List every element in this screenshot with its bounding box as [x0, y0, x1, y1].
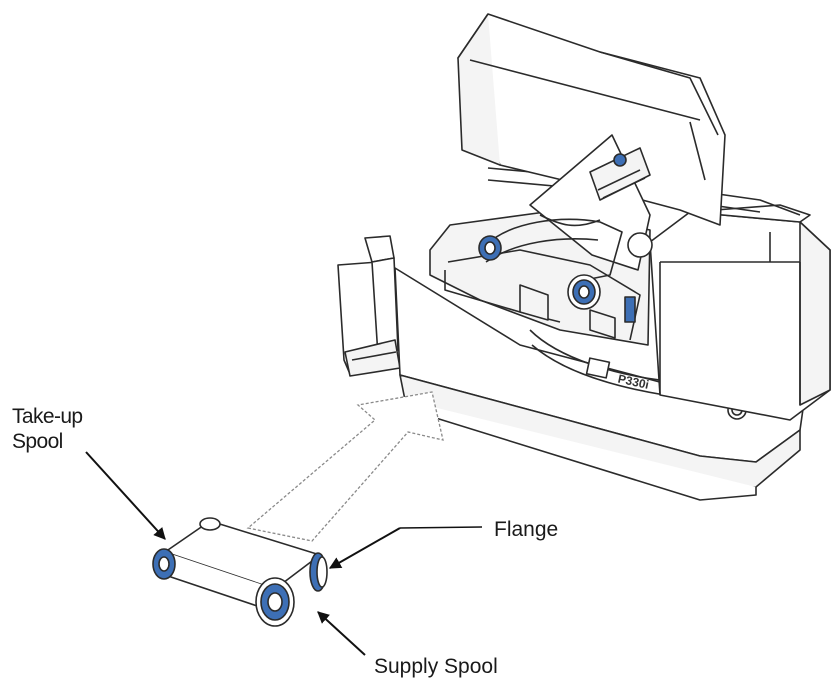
installed-supply-spool	[567, 274, 601, 310]
right-housing	[649, 204, 831, 421]
card-feeder	[337, 235, 401, 377]
model-label: P330i	[617, 372, 651, 392]
flange	[309, 552, 328, 592]
take-up-spool	[152, 517, 221, 580]
open-lid	[457, 13, 726, 226]
supply-spool-label: Supply Spool	[374, 655, 498, 678]
ribbon-assembly	[152, 517, 328, 627]
take-up-spool-label: Take-up Spool	[12, 404, 83, 454]
take-up-spool-label-line1: Take-up	[12, 405, 83, 428]
card-printer: P330i	[337, 13, 831, 501]
arrow-take-up-icon	[85, 451, 166, 540]
supply-spool	[255, 577, 295, 627]
insert-direction-arrow-icon	[246, 391, 444, 542]
installed-ribbon	[478, 218, 636, 323]
flange-label: Flange	[494, 518, 559, 541]
take-up-spool-label-line2: Spool	[12, 430, 63, 453]
arrow-supply-icon	[317, 611, 366, 656]
arrow-flange-icon	[399, 526, 483, 529]
printer-body: P330i	[394, 267, 806, 501]
installed-take-up-spool	[478, 235, 502, 261]
